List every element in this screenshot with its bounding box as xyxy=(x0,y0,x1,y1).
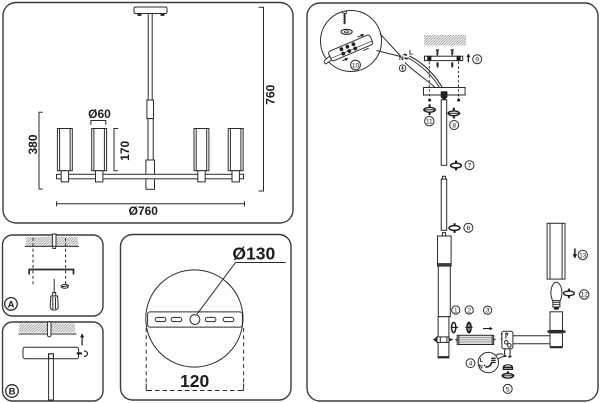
svg-text:5: 5 xyxy=(506,386,510,393)
svg-text:12: 12 xyxy=(581,292,589,299)
svg-text:Ø130: Ø130 xyxy=(232,243,275,263)
svg-text:A: A xyxy=(8,299,15,310)
svg-text:Ø60: Ø60 xyxy=(88,107,111,121)
svg-text:13: 13 xyxy=(579,252,587,259)
svg-text:N: N xyxy=(399,55,404,62)
svg-text:8: 8 xyxy=(452,122,456,129)
svg-text:1: 1 xyxy=(454,307,458,314)
svg-text:6: 6 xyxy=(467,225,471,232)
svg-text:380: 380 xyxy=(26,134,40,154)
svg-text:170: 170 xyxy=(118,140,132,160)
svg-text:L: L xyxy=(409,50,413,57)
svg-text:L: L xyxy=(480,358,484,364)
svg-text:B: B xyxy=(9,386,16,397)
svg-text:9: 9 xyxy=(475,57,479,64)
svg-text:120: 120 xyxy=(180,371,209,391)
svg-text:4: 4 xyxy=(469,361,473,368)
svg-text:2: 2 xyxy=(467,307,471,314)
svg-text:3: 3 xyxy=(486,308,490,315)
svg-text:7: 7 xyxy=(468,163,472,170)
svg-text:N: N xyxy=(479,365,483,371)
svg-text:11: 11 xyxy=(426,119,433,126)
svg-text:10: 10 xyxy=(352,62,360,69)
svg-text:Ø760: Ø760 xyxy=(129,204,159,218)
svg-text:760: 760 xyxy=(264,84,278,104)
